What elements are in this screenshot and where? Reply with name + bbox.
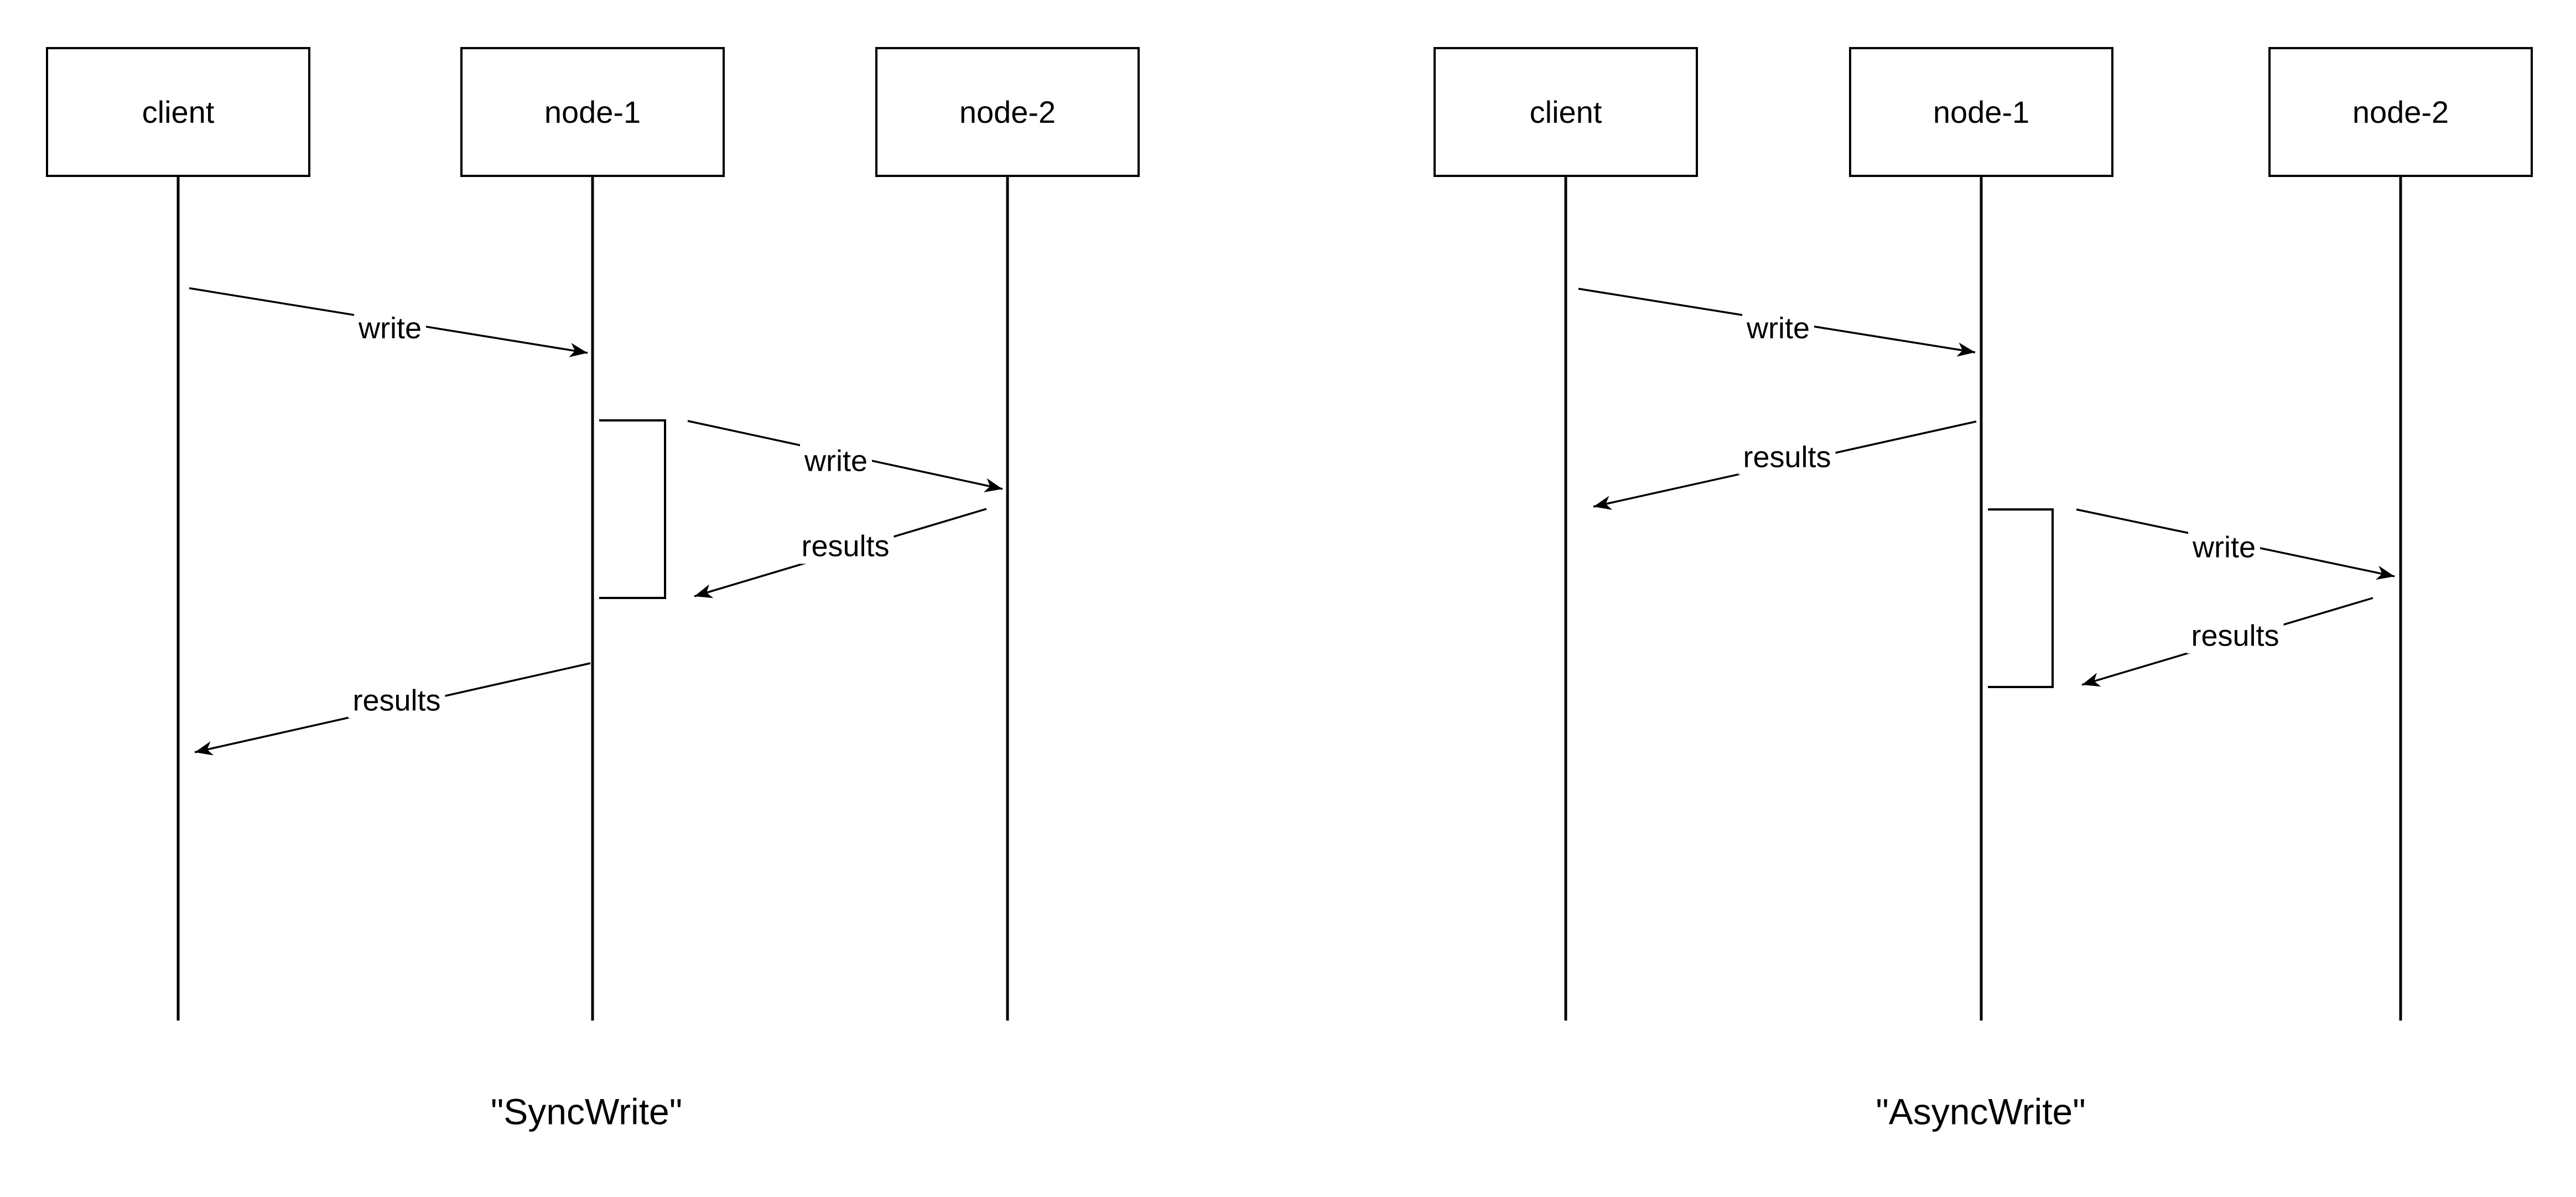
actor-label: client bbox=[1529, 94, 1602, 129]
activation-bar-sync-node-1 bbox=[599, 419, 666, 599]
actor-box-async-node-1: node-1 bbox=[1849, 47, 2113, 177]
actor-box-sync-node-1: node-1 bbox=[460, 47, 725, 177]
diagram-caption-asyncwrite: "AsyncWrite" bbox=[1876, 1091, 2086, 1132]
message-label-sync-write-2: write bbox=[799, 444, 872, 479]
message-label-sync-results-1: results bbox=[797, 529, 894, 564]
message-label-async-results-1: results bbox=[1738, 440, 1836, 475]
message-label-sync-write-1: write bbox=[354, 311, 427, 346]
actor-box-async-node-2: node-2 bbox=[2268, 47, 2533, 177]
message-label-async-results-2: results bbox=[2187, 618, 2284, 654]
message-label-sync-results-2: results bbox=[348, 683, 445, 719]
actor-label: node-2 bbox=[2352, 94, 2449, 129]
actor-box-sync-client: client bbox=[46, 47, 310, 177]
message-label-async-write-1: write bbox=[1742, 311, 1815, 346]
actor-box-async-client: client bbox=[1434, 47, 1698, 177]
message-label-async-write-2: write bbox=[2188, 530, 2261, 565]
diagram-caption-syncwrite: "SyncWrite" bbox=[490, 1091, 683, 1132]
actor-label: node-2 bbox=[959, 94, 1056, 129]
actor-label: client bbox=[142, 94, 215, 129]
actor-box-sync-node-2: node-2 bbox=[875, 47, 1140, 177]
activation-bar-async-node-1 bbox=[1988, 508, 2054, 688]
actor-label: node-1 bbox=[544, 94, 641, 129]
actor-label: node-1 bbox=[1933, 94, 2030, 129]
